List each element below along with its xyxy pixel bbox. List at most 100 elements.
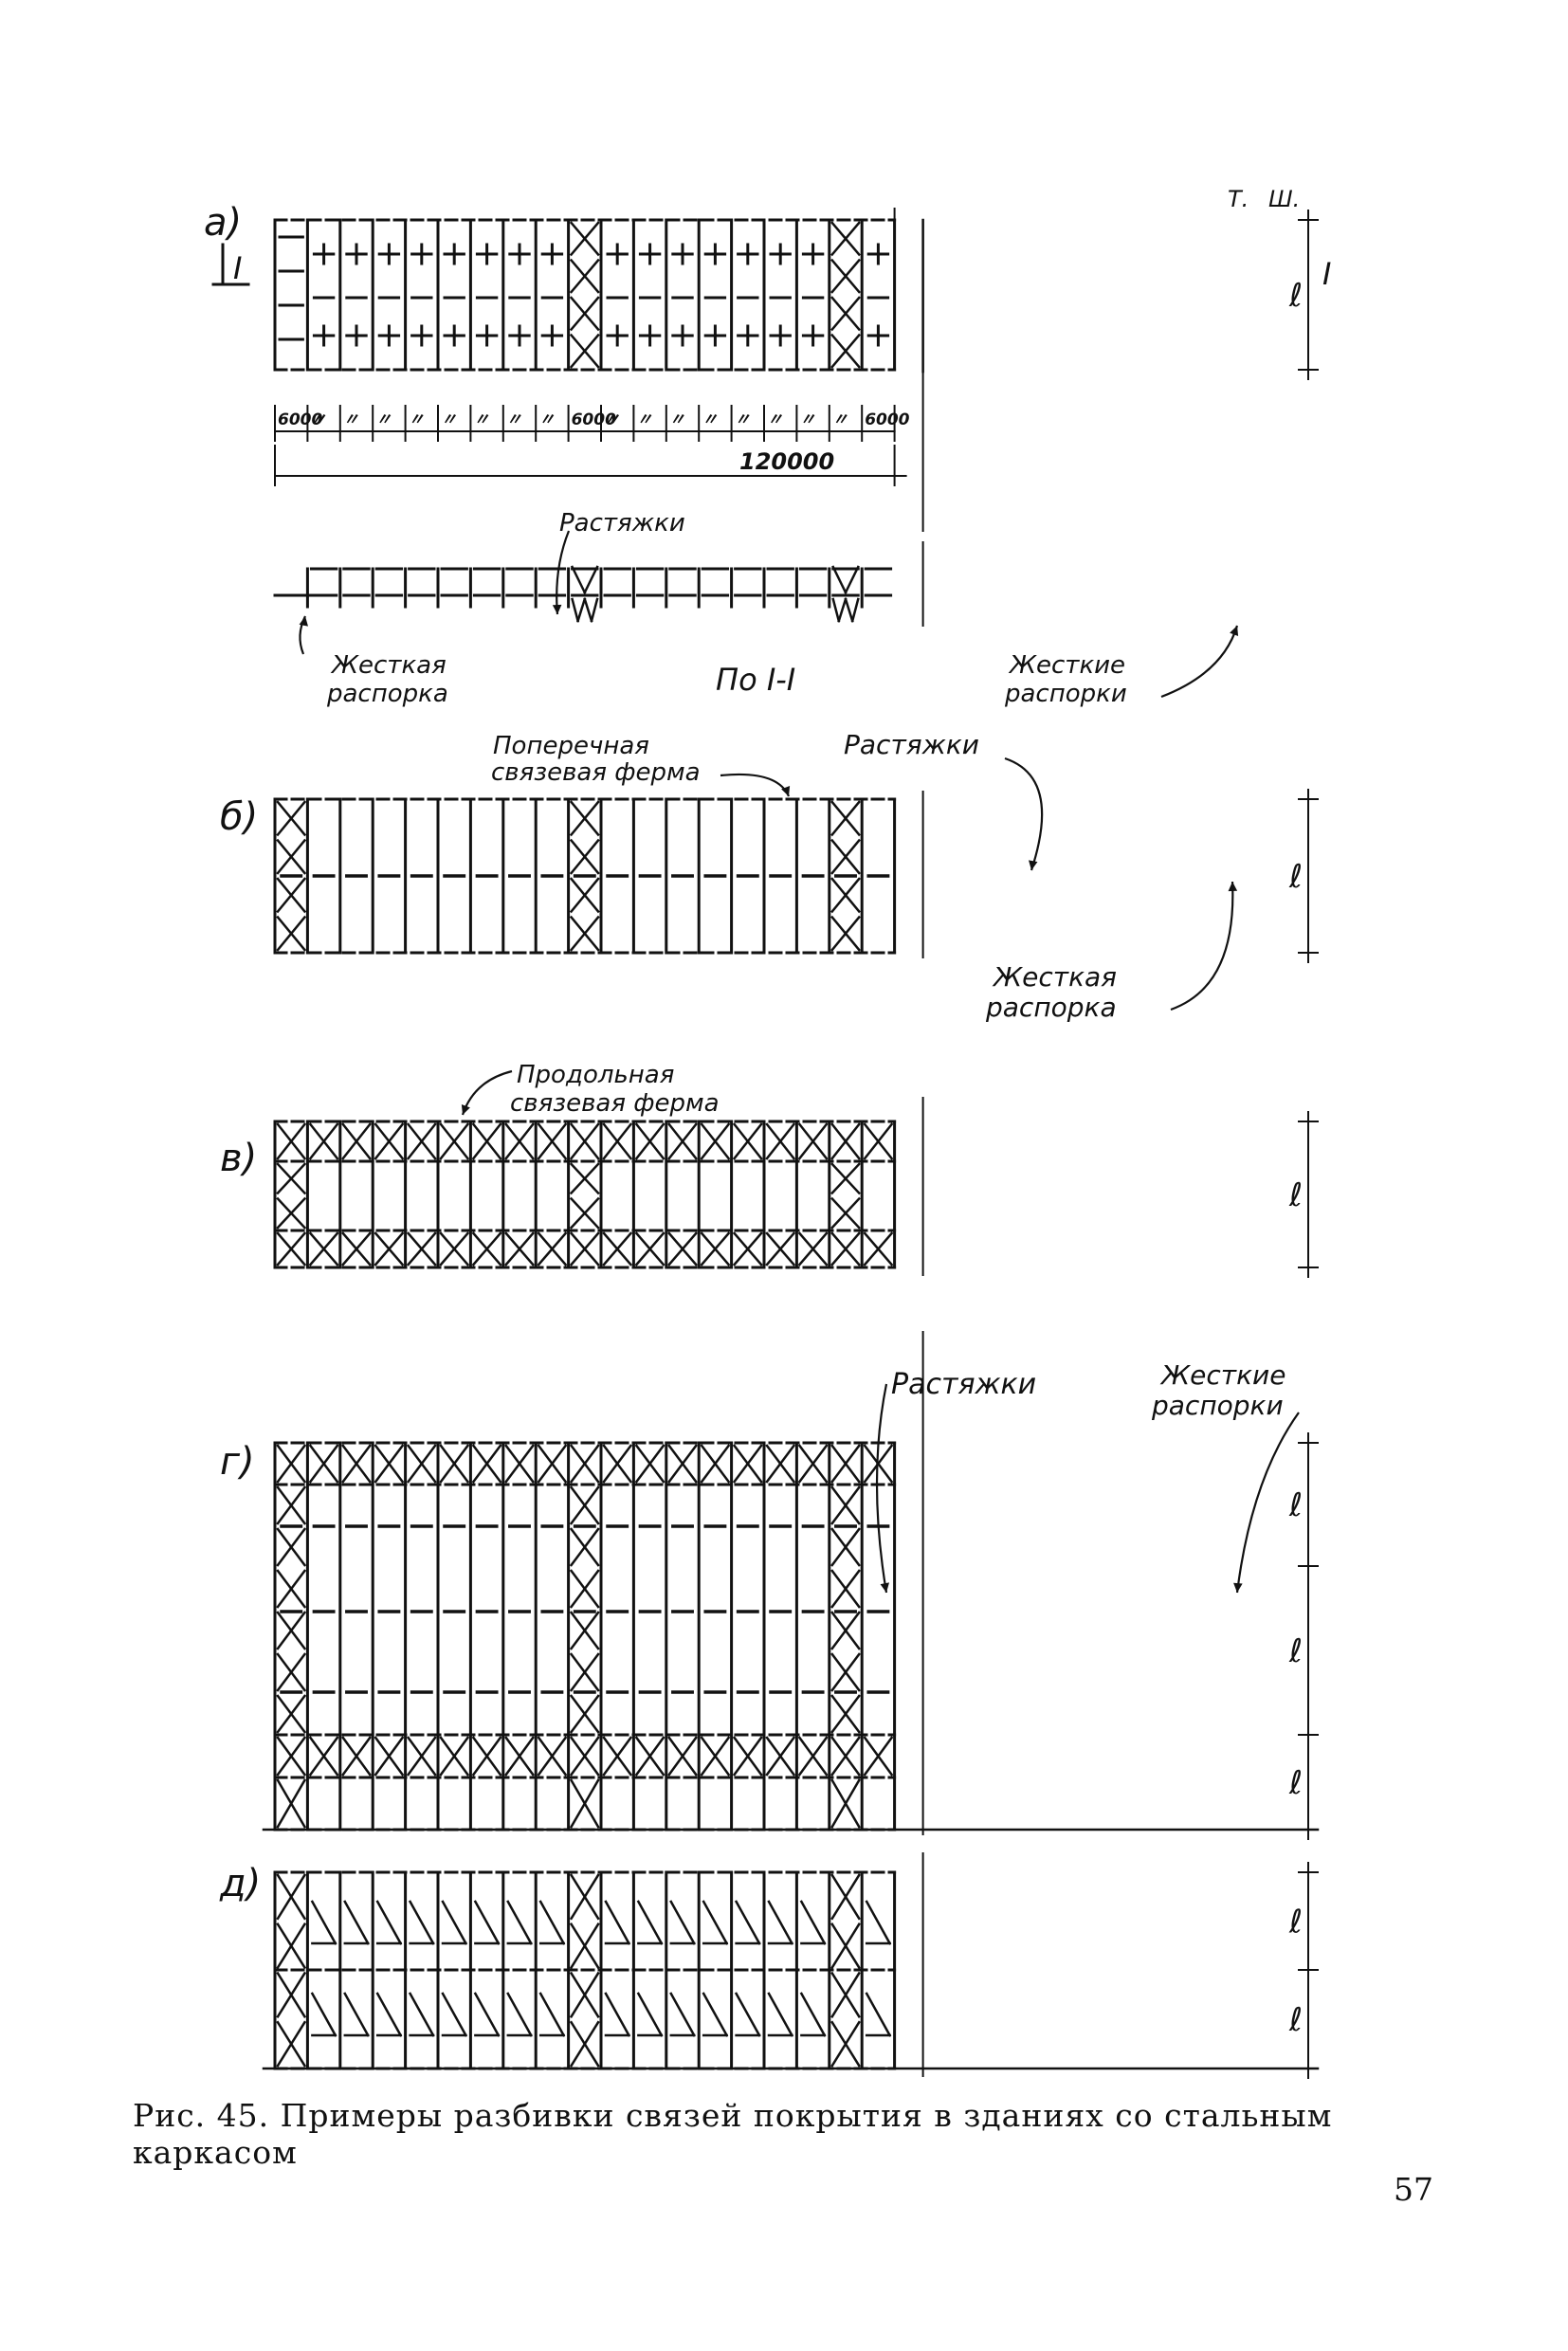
brace-diagonal [797, 1444, 829, 1484]
brace-diagonal [439, 1122, 470, 1160]
label-rigid-strut: Жесткая [992, 961, 1117, 993]
diag-brace [506, 1992, 533, 2037]
diag-brace [441, 1992, 468, 2037]
brace-diagonal [276, 1231, 307, 1267]
brace-diagonal [634, 1231, 665, 1267]
brace-diagonal [634, 1736, 665, 1777]
brace-diagonal [569, 221, 600, 257]
brace-diagonal [830, 1527, 861, 1567]
brace-diagonal [569, 1485, 600, 1525]
brace-diagonal [276, 1778, 307, 1829]
brace-diagonal [537, 1736, 568, 1777]
brace-diagonal [439, 1736, 470, 1777]
brace-diagonal [341, 1444, 372, 1484]
diag-brace [473, 1992, 501, 2037]
brace-diagonal [700, 1444, 731, 1484]
panel-label-g: г) [220, 1440, 255, 1484]
diag-brace [702, 1900, 729, 1945]
brace-w [576, 597, 587, 623]
diag-brace [343, 1992, 370, 2037]
brace-diagonal [830, 1162, 861, 1195]
brace-diagonal [569, 1122, 600, 1160]
diag-brace [669, 1900, 696, 1945]
brace-diagonal [374, 1231, 405, 1267]
brace-diagonal [830, 2020, 861, 2068]
brace-w [837, 597, 848, 623]
brace-diagonal [504, 1231, 535, 1267]
span-symbol: ℓ [1288, 1764, 1303, 1802]
diag-brace [375, 1992, 403, 2037]
brace-diagonal [569, 1196, 600, 1230]
brace-diagonal [569, 1231, 600, 1267]
arrow-head [781, 786, 791, 796]
brace-diagonal [830, 1611, 861, 1650]
total-dim: 120000 [739, 448, 834, 475]
brace-diagonal [830, 1485, 861, 1525]
label-rigid-struts: распорки [1004, 680, 1127, 708]
brace-diagonal [830, 915, 861, 952]
arrow-head [552, 604, 562, 614]
diag-brace [473, 1900, 501, 1945]
brace-diagonal [276, 1652, 307, 1692]
label-tie: Растяжки [844, 729, 979, 760]
brace-diagonal [276, 1873, 307, 1921]
brace-w [583, 597, 593, 623]
brace-diagonal [863, 1736, 894, 1777]
arrow-head [880, 1582, 889, 1593]
brace-diagonal [406, 1231, 437, 1267]
brace-diagonal [797, 1231, 829, 1267]
arrow-head [1228, 882, 1238, 892]
bay-dim: 6000 [865, 410, 909, 429]
label-long-truss: Продольная [517, 1061, 674, 1089]
bay-dim: 〃 [473, 410, 489, 429]
brace-diagonal [569, 1652, 600, 1692]
diag-brace [408, 1900, 435, 1945]
brace-diagonal [634, 1122, 665, 1160]
leader-line [1235, 1412, 1300, 1594]
diag-brace [865, 1900, 892, 1945]
brace-diagonal [439, 1231, 470, 1267]
brace-diagonal [765, 1122, 796, 1160]
bay-dim: 〃 [669, 410, 685, 429]
brace-diagonal [471, 1736, 502, 1777]
diag-brace [799, 1992, 827, 2037]
brace-diagonal [569, 1162, 600, 1195]
brace-diagonal [406, 1122, 437, 1160]
label-rigid-struts: Жесткие [1008, 651, 1125, 680]
brace-diagonal [504, 1122, 535, 1160]
diag-brace [343, 1900, 370, 1945]
diag-brace [734, 1992, 761, 2037]
brace-diagonal [667, 1231, 698, 1267]
bay-dim: 〃 [636, 410, 652, 429]
brace-v [570, 565, 587, 594]
brace-diagonal [830, 1569, 861, 1609]
leader-line [1004, 756, 1044, 871]
brace-diagonal [276, 1527, 307, 1567]
panel-label-b: б) [220, 795, 258, 839]
brace-diagonal [276, 2020, 307, 2068]
brace-diagonal [569, 915, 600, 952]
brace-diagonal [830, 1122, 861, 1160]
brace-diagonal [276, 877, 307, 914]
bay-dim: 〃 [832, 410, 848, 429]
brace-diagonal [797, 1736, 829, 1777]
brace-diagonal [308, 1736, 339, 1777]
label-tie: Растяжки [891, 1368, 1036, 1401]
diag-brace [669, 1992, 696, 2037]
brace-diagonal [830, 877, 861, 914]
bay-dim: 〃 [506, 410, 522, 429]
dim-mark-sh: Ш. [1268, 186, 1300, 212]
bay-dim: 6000 [572, 410, 616, 429]
brace-diagonal [602, 1736, 633, 1777]
bay-dim: 〃 [735, 410, 751, 429]
span-symbol: ℓ [1288, 277, 1303, 315]
brace-diagonal [667, 1444, 698, 1484]
brace-w [844, 597, 854, 623]
brace-diagonal [276, 1611, 307, 1650]
brace-diagonal [602, 1122, 633, 1160]
brace-diagonal [830, 1971, 861, 2018]
brace-diagonal [569, 2020, 600, 2068]
label-rigid-strut: распорка [985, 992, 1117, 1023]
brace-w [831, 597, 841, 623]
brace-diagonal [765, 1231, 796, 1267]
